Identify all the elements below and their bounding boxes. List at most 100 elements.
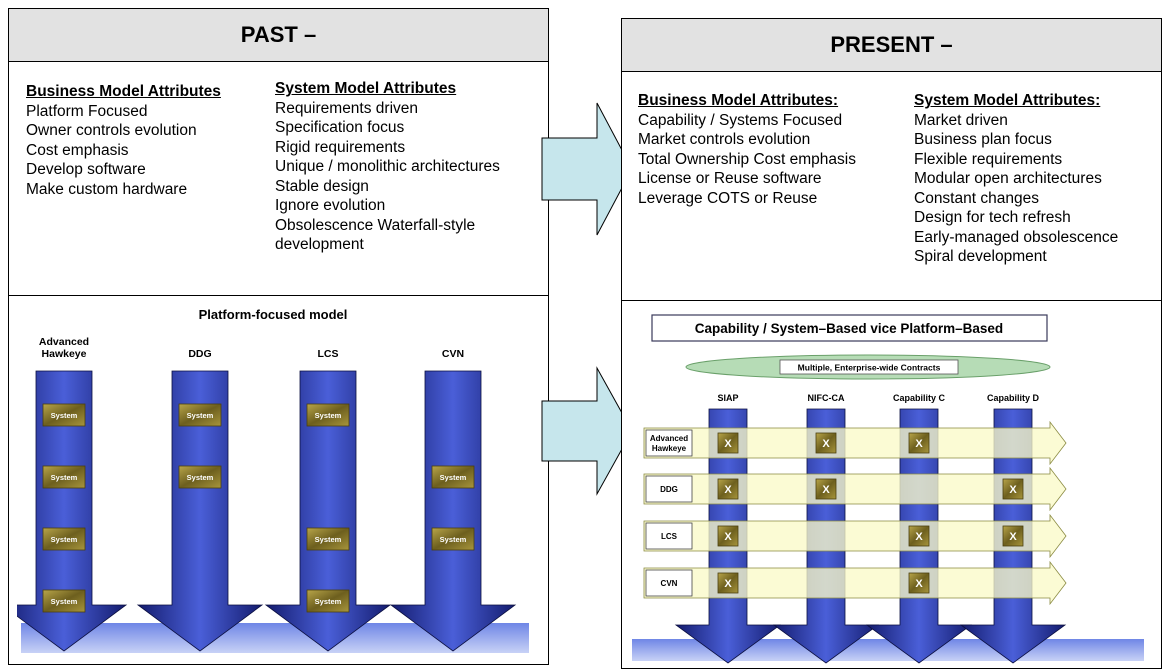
capability-mark-box	[717, 432, 739, 454]
capability-title-box	[651, 314, 1048, 342]
past-business-item: Develop software	[26, 161, 146, 178]
present-system-item: Modular open architectures	[914, 170, 1102, 187]
capability-mark: X	[724, 438, 732, 450]
capability-mark: X	[822, 484, 830, 496]
capability-mark-box	[1002, 525, 1024, 547]
platform-row-label: DDG	[660, 485, 678, 494]
present-system-item: Business plan focus	[914, 131, 1052, 148]
past-business-item: Owner controls evolution	[26, 122, 197, 139]
platform-row-band	[643, 420, 1067, 466]
present-business-item: Leverage COTS or Reuse	[638, 189, 818, 207]
capability-mark: X	[915, 531, 923, 543]
present-system-heading: System Model Attributes:	[914, 92, 1101, 109]
capability-label: SIAP	[717, 393, 738, 403]
system-box	[306, 403, 350, 427]
capability-diagram-title: Capability / System–Based vice Platform–…	[695, 321, 1003, 336]
present-system-item: Constant changes	[914, 189, 1039, 207]
capability-mark-box	[908, 525, 930, 547]
past-system-item: Obsolescence Waterfall-style development	[275, 216, 476, 254]
capability-based-diagram: Capability / System–Based vice Platform–…	[632, 314, 1144, 664]
past-system-item: Rigid requirements	[275, 138, 406, 156]
transition-arrow-top	[541, 102, 633, 236]
platform-diagram-title: Platform-focused model	[199, 307, 348, 322]
capability-mark-box	[815, 432, 837, 454]
capability-mark-box	[717, 478, 739, 500]
platform-row-band	[643, 560, 1067, 606]
contracts-label-box	[779, 359, 959, 375]
system-box	[178, 403, 222, 427]
capability-mark-box	[908, 572, 930, 594]
past-divider	[9, 295, 548, 296]
system-label: System	[51, 597, 78, 606]
past-business-attributes: Business Model Attributes Platform Focus…	[26, 82, 221, 199]
past-title: PAST –	[240, 22, 317, 47]
present-business-item: Capability / Systems Focused	[638, 111, 843, 129]
system-label: System	[51, 473, 78, 482]
platform-label-line: LCS	[318, 348, 339, 360]
present-business-attributes: Business Model Attributes: Capability / …	[638, 91, 856, 208]
past-system-item: Unique / monolithic architectures	[275, 158, 500, 175]
present-system-item: Early-managed obsolescence	[914, 228, 1119, 246]
capability-mark-box	[717, 572, 739, 594]
past-system-item: Ignore evolution	[275, 197, 386, 214]
present-system-item: Flexible requirements	[914, 150, 1063, 168]
present-business-item: Market controls evolution	[638, 131, 811, 148]
platform-row-label-box	[645, 429, 693, 457]
present-title: PRESENT –	[830, 32, 953, 57]
system-label: System	[51, 411, 78, 420]
platform-row-label: CVN	[661, 579, 678, 588]
system-label: System	[440, 473, 467, 482]
platform-row-label-line: Advanced	[650, 434, 688, 443]
present-divider	[622, 300, 1161, 301]
platform-row-label: LCS	[661, 532, 678, 541]
platform-row-band	[643, 513, 1067, 559]
capability-mark-box	[1002, 478, 1024, 500]
system-box	[306, 527, 350, 551]
transition-arrow-bottom	[541, 366, 633, 496]
platform-row-label-line: Hawkeye	[652, 444, 687, 453]
system-label: System	[51, 535, 78, 544]
capability-label: Capability D	[987, 393, 1040, 403]
system-label: System	[440, 535, 467, 544]
platform-row-label-box	[645, 475, 693, 503]
system-label: System	[187, 473, 214, 482]
platform-row-label-line: LCS	[661, 532, 678, 541]
platform-label-line: Advanced	[39, 336, 89, 348]
platform-row-label-box	[645, 522, 693, 550]
capability-label: NIFC-CA	[808, 393, 845, 403]
present-system-item: Spiral development	[914, 248, 1047, 265]
system-label: System	[315, 411, 342, 420]
system-box	[306, 589, 350, 613]
present-business-heading: Business Model Attributes:	[638, 92, 839, 109]
system-box	[431, 465, 475, 489]
system-box	[42, 403, 86, 427]
present-system-item: Design for tech refresh	[914, 209, 1071, 226]
platform-row-label-box	[645, 569, 693, 597]
platform-arrow	[136, 370, 264, 652]
system-box	[178, 465, 222, 489]
capability-label: Capability C	[893, 393, 946, 403]
present-system-item: Market driven	[914, 111, 1008, 129]
capability-mark: X	[915, 438, 923, 450]
contracts-label: Multiple, Enterprise-wide Contracts	[798, 363, 941, 373]
platform-label: LCS	[318, 348, 339, 360]
system-box	[42, 465, 86, 489]
platform-arrow	[17, 370, 128, 652]
capability-mark: X	[724, 484, 732, 496]
platform-label-line: Hawkeye	[42, 348, 87, 360]
system-box	[42, 589, 86, 613]
system-label: System	[187, 411, 214, 420]
capability-mark: X	[1009, 531, 1017, 543]
platform-label-line: CVN	[442, 348, 464, 360]
platform-row-label-line: CVN	[661, 579, 678, 588]
past-system-attributes: System Model Attributes Requirements dri…	[275, 79, 540, 255]
capability-mark: X	[724, 531, 732, 543]
capability-mark: X	[1009, 484, 1017, 496]
system-label: System	[315, 535, 342, 544]
